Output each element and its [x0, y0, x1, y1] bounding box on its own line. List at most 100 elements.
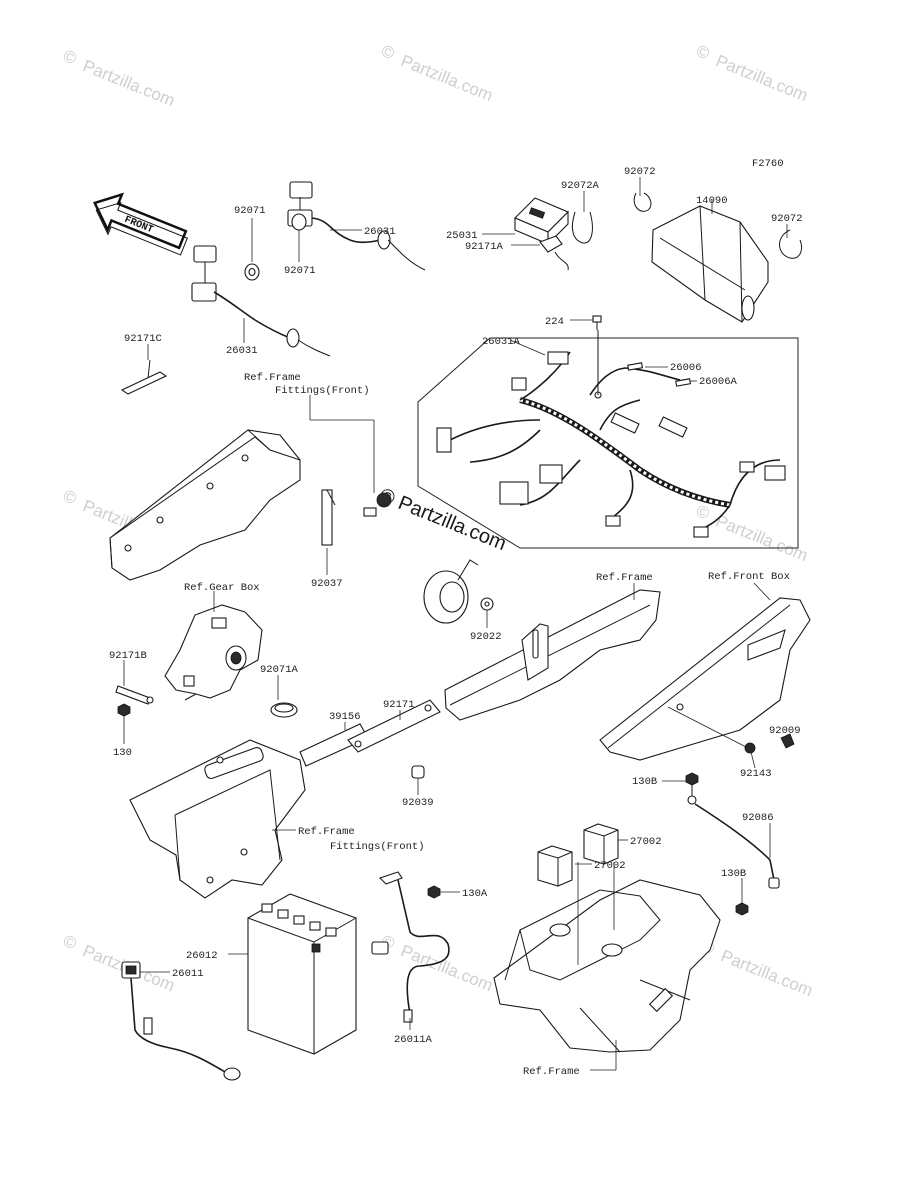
gear-box	[164, 604, 263, 701]
ref-front-box: Ref.Front Box	[708, 571, 790, 583]
ref-frame-fittings-lower-line2: Fittings(Front)	[330, 841, 425, 853]
label-130: 130	[113, 747, 132, 759]
rivet-92009	[780, 733, 795, 749]
watermark-copyright: ©	[61, 486, 80, 508]
bolt-224	[592, 315, 602, 330]
frame-fittings-front-upper	[109, 429, 301, 581]
label-92171b: 92171B	[109, 650, 147, 662]
grommet-92071-a	[244, 263, 260, 281]
watermark-copyright: ©	[61, 46, 80, 68]
label-92171a: 92171A	[465, 241, 504, 253]
horn	[423, 559, 479, 624]
clamp-92171c	[120, 359, 168, 395]
relay-27002-a	[537, 845, 573, 887]
ref-frame-fittings-upper-line1: Ref.Frame	[244, 372, 301, 384]
ref-gear-box: Ref.Gear Box	[184, 582, 260, 594]
label-130b-lower: 130B	[721, 868, 746, 880]
label-224: 224	[545, 316, 564, 328]
label-26006a: 26006A	[699, 376, 738, 388]
label-26011: 26011	[172, 968, 204, 980]
clamp-92171a	[539, 235, 569, 271]
watermark-text: Partzilla.com	[713, 511, 810, 565]
label-92009: 92009	[769, 725, 801, 737]
cable-92086	[687, 795, 780, 889]
label-26031-top: 26031	[364, 226, 396, 238]
bolt-130a	[427, 885, 441, 899]
cover-14090	[651, 205, 769, 323]
clamp-92072-right	[779, 229, 803, 259]
front-box	[599, 597, 811, 761]
harness-26031-upper	[287, 181, 426, 271]
collar-92039	[411, 765, 425, 779]
main-harness-box	[417, 337, 799, 549]
washer-92022	[480, 597, 494, 611]
relay-25031	[514, 197, 569, 246]
label-39156: 39156	[329, 711, 361, 723]
main-harness-26031a	[436, 330, 786, 538]
ref-frame-fittings-lower-line1: Ref.Frame	[298, 826, 355, 838]
fuse-26006	[627, 362, 644, 371]
clamp-92072a	[571, 211, 593, 244]
watermark-copyright: ©	[694, 41, 713, 63]
watermark-copyright: ©	[694, 501, 713, 523]
label-92022: 92022	[470, 631, 502, 643]
frame-fittings-front-lower	[129, 739, 306, 899]
label-27002-a: 27002	[594, 860, 626, 872]
clamp-92171b	[115, 685, 154, 705]
watermark-text: Partzilla.com	[398, 51, 495, 105]
label-27002-b: 27002	[630, 836, 662, 848]
leader-lines	[123, 177, 789, 1071]
label-92037: 92037	[311, 578, 343, 590]
bolt-130b-lower	[735, 902, 749, 916]
label-92072-right: 92072	[771, 213, 803, 225]
label-92071a: 92071A	[260, 664, 299, 676]
watermark-center: © Partzilla.com	[376, 484, 509, 555]
clamp-92072-top	[633, 192, 652, 212]
label-92072-top: 92072	[624, 166, 656, 178]
front-arrow: FRONT	[93, 192, 188, 256]
label-92171c: 92171C	[124, 333, 162, 345]
bolt-130b-upper	[685, 772, 699, 796]
watermark-text: Partzilla.com	[80, 56, 177, 110]
strap-92037	[321, 489, 336, 546]
harness-26031-lower	[191, 245, 331, 357]
label-92071-a: 92071	[234, 205, 266, 217]
label-26006: 26006	[670, 362, 702, 374]
label-26011a: 26011A	[394, 1034, 433, 1046]
fuse-26006a	[675, 378, 692, 387]
ref-frame-bottom: Ref.Frame	[523, 1066, 580, 1078]
label-92086: 92086	[742, 812, 774, 824]
stay-92171	[347, 699, 441, 753]
label-92143: 92143	[740, 768, 772, 780]
label-26031-bottom: 26031	[226, 345, 258, 357]
figure-code: F2760	[752, 158, 784, 170]
frame-bottom	[493, 879, 721, 1053]
label-26012: 26012	[186, 950, 218, 962]
relay-27002-b	[583, 823, 619, 865]
collar-92143	[744, 742, 756, 754]
label-25031: 25031	[446, 230, 478, 242]
ref-frame-fittings-upper-line2: Fittings(Front)	[275, 385, 370, 397]
cable-26011	[121, 961, 241, 1081]
watermark-copyright: ©	[61, 931, 80, 953]
label-130a: 130A	[462, 888, 488, 900]
label-130b-upper: 130B	[632, 776, 657, 788]
label-92071-b: 92071	[284, 265, 316, 277]
watermark-copyright: ©	[379, 41, 398, 63]
clip-front-fitting	[363, 492, 392, 517]
label-14090: 14090	[696, 195, 728, 207]
grommet-92071-b	[291, 213, 307, 231]
label-92072a: 92072A	[561, 180, 600, 192]
watermark-text: Partzilla.com	[713, 51, 810, 105]
label-92039: 92039	[402, 797, 434, 809]
bolt-130	[117, 703, 131, 717]
label-26031a: 26031A	[482, 336, 521, 348]
battery-26012	[247, 893, 357, 1055]
grommet-92071a	[270, 702, 298, 718]
watermark-text: Partzilla.com	[718, 946, 815, 1000]
frame-mid	[444, 589, 661, 721]
cable-26011a	[371, 871, 450, 1023]
ref-frame-mid: Ref.Frame	[596, 572, 653, 584]
label-92171: 92171	[383, 699, 415, 711]
